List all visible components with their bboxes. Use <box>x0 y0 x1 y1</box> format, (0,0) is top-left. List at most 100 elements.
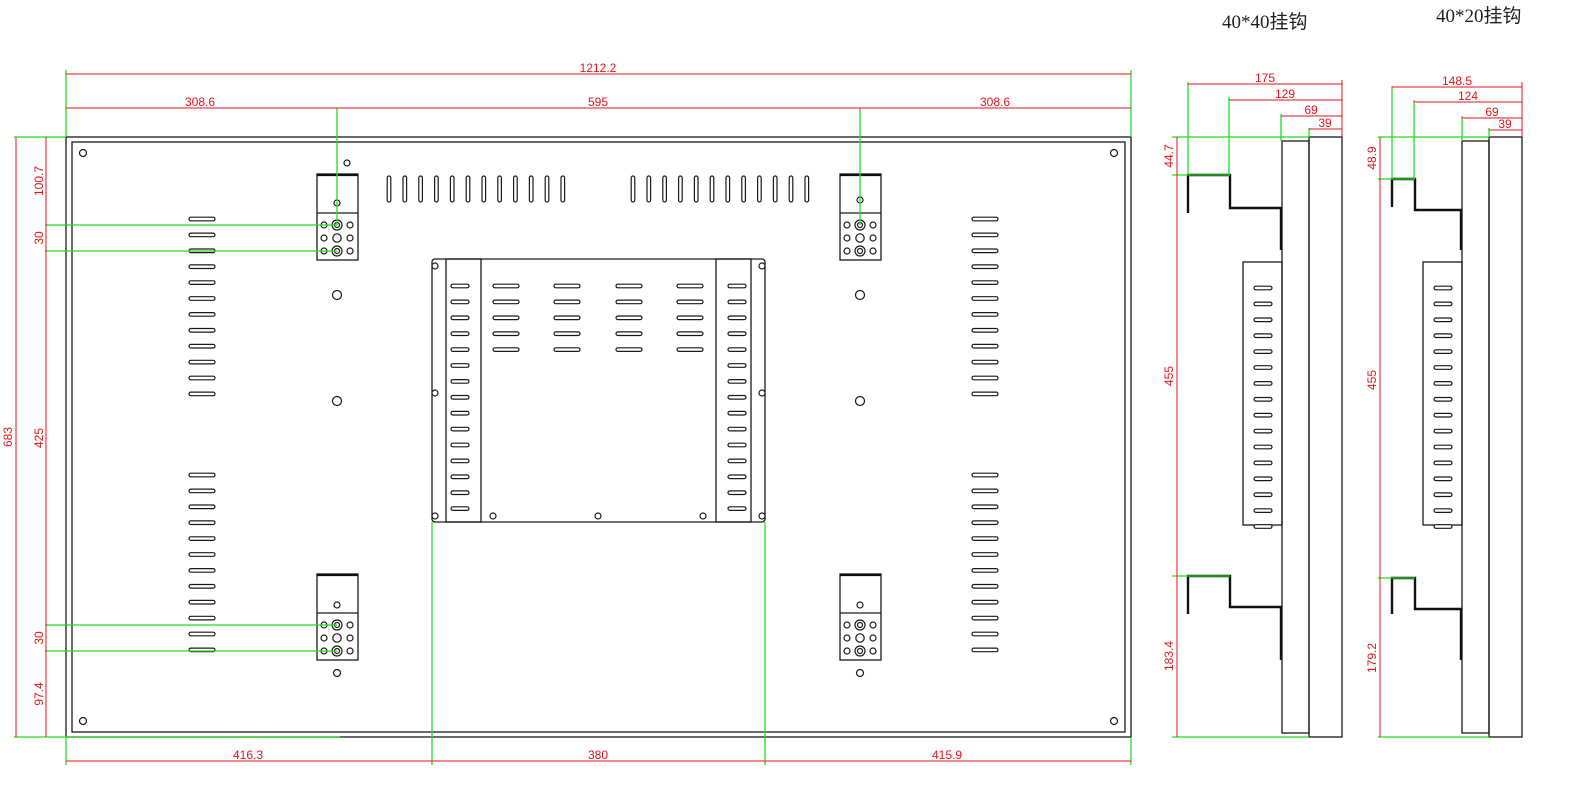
vent-slot <box>1433 444 1453 450</box>
vent-slot <box>450 315 470 321</box>
vent-slot <box>188 488 216 494</box>
vent-slot <box>188 567 216 573</box>
vent-slot <box>693 175 699 203</box>
vent-slot <box>188 312 216 317</box>
vent-slot <box>772 175 778 203</box>
vent-slot <box>971 552 999 557</box>
vent-slot <box>1253 333 1273 339</box>
vent-slot <box>630 175 636 203</box>
vent-slot <box>188 504 216 510</box>
vent-slot <box>188 359 216 365</box>
vent-slot <box>727 283 747 289</box>
vent-slot <box>662 175 667 203</box>
vent-slot <box>188 520 216 526</box>
hook-bracket <box>316 573 359 661</box>
vent-slot <box>553 315 581 321</box>
side-vent-slots <box>188 216 999 653</box>
vent-slot <box>1433 301 1453 307</box>
vent-slot <box>1253 476 1273 482</box>
dim-left-offset: 308.6 <box>185 95 215 109</box>
vent-slot <box>450 426 470 432</box>
corner-hole <box>1109 148 1119 158</box>
vent-slot <box>727 426 747 432</box>
front-view <box>65 136 1132 738</box>
vent-slot <box>727 442 747 448</box>
vent-slot <box>727 506 747 511</box>
side-view-40x40: 175 129 69 39 44.7 455 183.4 <box>1162 71 1343 738</box>
vent-slot <box>971 359 999 365</box>
vent-slot <box>560 175 566 203</box>
vent-slot <box>553 283 581 289</box>
vent-slot <box>450 490 470 496</box>
hook-40x40-title: 40*40挂钩 <box>1222 11 1308 33</box>
vent-slot <box>188 296 216 301</box>
mount-hole <box>854 289 866 301</box>
dim-top-hook: 48.9 <box>1365 146 1379 170</box>
vent-slot <box>553 299 581 305</box>
vent-slot <box>741 175 746 203</box>
vent-slot <box>971 216 999 222</box>
vent-slot <box>450 394 470 400</box>
vent-slot <box>450 410 470 416</box>
front-dimensions: 1212.2 308.6 595 308.6 416.3 380 415.9 6… <box>1 61 1131 762</box>
vent-slot <box>804 175 810 203</box>
dim-depth-39: 39 <box>1318 116 1332 130</box>
vent-slot <box>1253 396 1273 402</box>
vent-slot <box>615 283 643 289</box>
vent-slot <box>188 232 216 238</box>
dim-bracket-width: 380 <box>588 748 608 762</box>
vent-slot <box>1433 460 1453 466</box>
dim-bottom-hole-pitch: 30 <box>32 631 46 645</box>
vent-slot <box>434 175 439 203</box>
vent-slot <box>1433 492 1453 498</box>
dim-bottom-right: 415.9 <box>932 748 962 762</box>
vent-slot <box>450 474 470 480</box>
vent-slot <box>727 315 747 321</box>
dim-overall-width: 1212.2 <box>580 61 617 75</box>
vent-slot <box>188 552 216 557</box>
vent-slot <box>971 567 999 573</box>
vent-slot <box>450 283 470 289</box>
vent-slot <box>1253 460 1273 466</box>
dim-overall-height: 683 <box>1 427 15 447</box>
vent-slot <box>971 599 999 605</box>
vent-slot <box>188 375 216 381</box>
vent-slot <box>676 299 704 305</box>
vent-slot <box>1253 428 1273 434</box>
vent-slot <box>971 296 999 301</box>
vent-slot <box>727 474 747 480</box>
vent-slot <box>971 520 999 526</box>
mount-hole <box>343 159 351 167</box>
vent-slot <box>492 283 520 289</box>
vent-slot <box>971 343 999 349</box>
vent-slot <box>1253 285 1273 291</box>
vent-slot <box>615 299 643 305</box>
vent-slot <box>450 379 470 384</box>
dim-bottom-left: 416.3 <box>233 748 263 762</box>
mount-hole <box>332 668 342 678</box>
vent-slot <box>727 331 747 337</box>
wall-hook-brackets <box>316 173 882 661</box>
vent-slot <box>971 375 999 381</box>
dim-hook-spacing-455: 455 <box>1365 370 1379 390</box>
vent-slot <box>1253 349 1273 354</box>
vent-slot <box>512 175 518 203</box>
vent-slot <box>676 283 704 289</box>
vent-slot <box>1253 492 1273 498</box>
vent-slot <box>528 175 534 203</box>
panel-outer-frame <box>65 136 1132 738</box>
dim-right-offset: 308.6 <box>980 95 1010 109</box>
vent-slot <box>727 347 747 352</box>
vent-slot <box>727 299 747 305</box>
vent-slot <box>615 331 643 337</box>
vent-slot <box>676 315 704 321</box>
side-view-40x20: 148.5 124 69 39 48.9 455 179.2 <box>1365 74 1523 738</box>
vent-slot <box>1253 524 1273 529</box>
vent-slot <box>971 647 999 653</box>
vent-slot <box>1253 444 1273 450</box>
vent-slot <box>188 631 216 637</box>
vent-slot <box>1433 317 1453 323</box>
vent-slot <box>788 175 794 203</box>
vent-slot <box>497 175 502 203</box>
vent-slot <box>553 347 581 352</box>
